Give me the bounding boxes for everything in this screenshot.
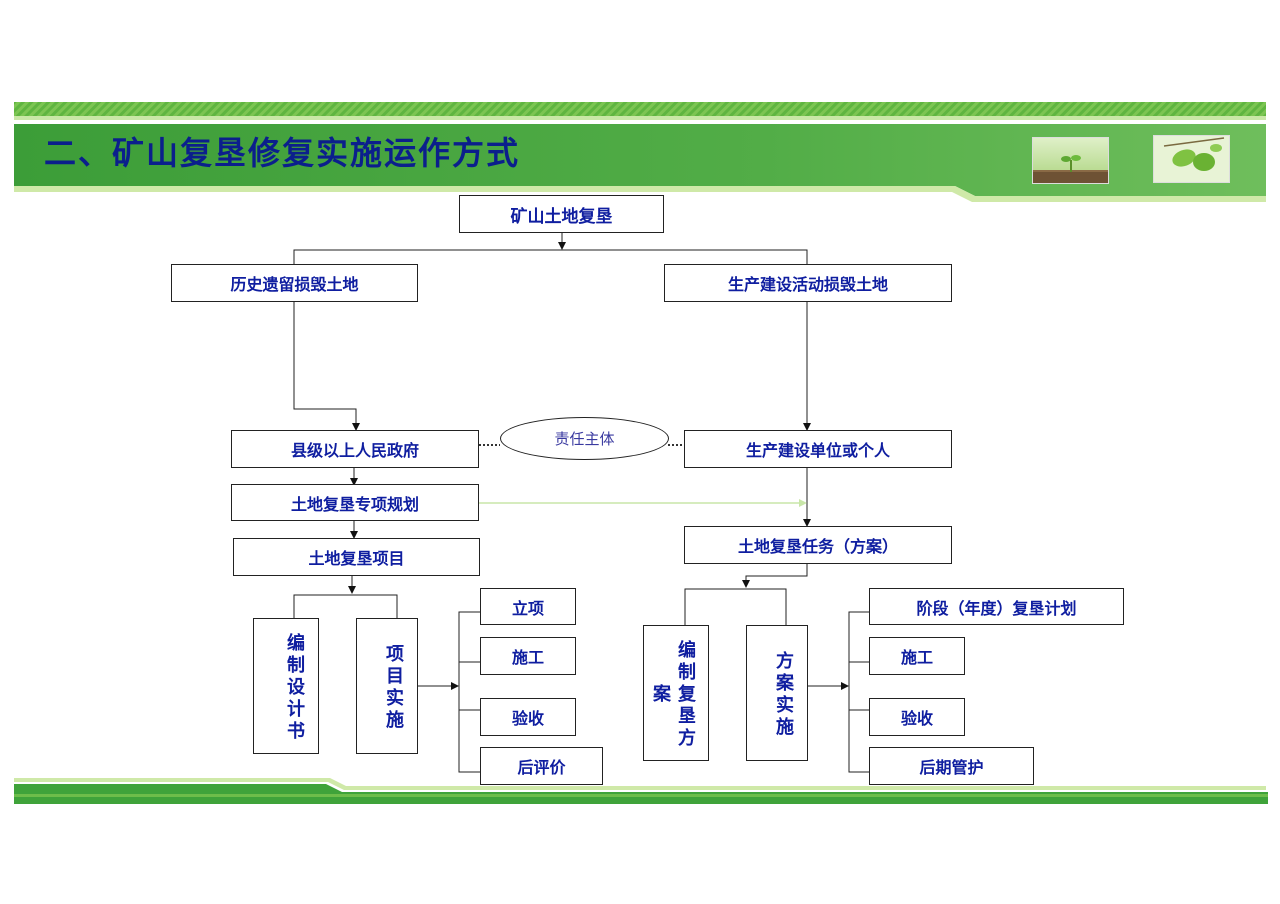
plan-implementation-label: 方案实施 — [776, 651, 794, 738]
step-maintenance: 后期管护 — [869, 747, 1034, 785]
step-establish: 立项 — [480, 588, 576, 625]
county-government-node: 县级以上人民政府 — [231, 430, 479, 468]
step-stage-plan: 阶段（年度）复垦计划 — [869, 588, 1124, 625]
root-node: 矿山土地复垦 — [459, 195, 664, 233]
title-banner — [14, 124, 1266, 196]
top-stripe — [14, 102, 1266, 116]
design-doc-node: 编制设计书 — [253, 618, 319, 754]
project-implementation-label: 项目实施 — [386, 644, 404, 731]
step-post-evaluation: 后评价 — [480, 747, 603, 785]
responsible-party-ellipse: 责任主体 — [500, 417, 669, 460]
seedling-photo — [1032, 137, 1109, 184]
bottom-stripe — [14, 778, 1266, 790]
production-land-node: 生产建设活动损毁土地 — [664, 264, 952, 302]
compile-plan-label-a: 编制复垦方 — [678, 640, 696, 749]
project-node: 土地复垦项目 — [233, 538, 480, 576]
step-construction-right: 施工 — [869, 637, 965, 675]
step-acceptance-left: 验收 — [480, 698, 576, 736]
compile-plan-node: 编制复垦方 案 — [643, 625, 709, 761]
special-plan-node: 土地复垦专项规划 — [231, 484, 479, 521]
step-acceptance-right: 验收 — [869, 698, 965, 736]
design-doc-label: 编制设计书 — [287, 633, 305, 742]
producer-node: 生产建设单位或个人 — [684, 430, 952, 468]
task-plan-node: 土地复垦任务（方案） — [684, 526, 952, 564]
page-title: 二、矿山复垦修复实施运作方式 — [44, 134, 521, 172]
project-implementation-node: 项目实施 — [356, 618, 418, 754]
plan-implementation-node: 方案实施 — [746, 625, 808, 761]
compile-plan-label-b: 案 — [653, 684, 671, 705]
step-construction-left: 施工 — [480, 637, 576, 675]
historic-land-node: 历史遗留损毁土地 — [171, 264, 418, 302]
leaf-photo — [1153, 135, 1230, 183]
